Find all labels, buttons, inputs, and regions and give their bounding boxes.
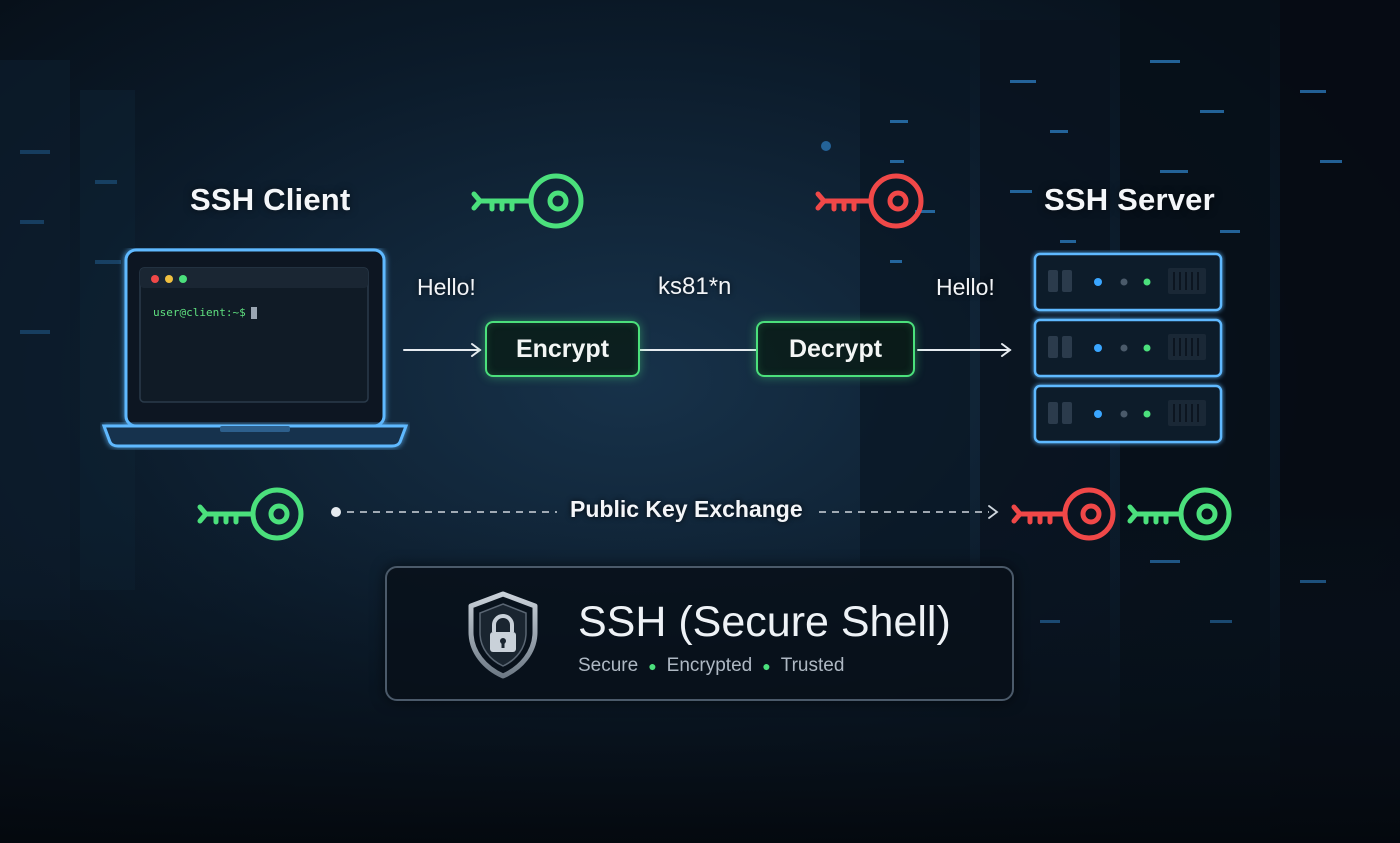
- server-unit: [1033, 318, 1223, 378]
- client-heading: SSH Client: [190, 182, 351, 217]
- server-unit: [1033, 252, 1223, 312]
- tag-trusted: Trusted: [780, 655, 845, 676]
- public-key-icon: [471, 173, 584, 229]
- decrypt-step: Decrypt: [756, 321, 915, 377]
- private-key-icon: [815, 173, 924, 229]
- server-heading: SSH Server: [1044, 182, 1215, 217]
- client-laptop: [101, 248, 409, 448]
- exchange-dashed-line: [331, 505, 999, 519]
- tag-secure: Secure: [578, 655, 639, 676]
- terminal-window: user@client:~$: [140, 268, 368, 402]
- tag-separator-dot: ●: [648, 657, 657, 674]
- tag-separator-dot: ●: [762, 657, 771, 674]
- server-unit: [1033, 384, 1223, 444]
- server-public-key-icon: [1127, 487, 1232, 541]
- decrypt-label: Decrypt: [788, 334, 883, 363]
- server-stack: [1033, 252, 1223, 444]
- shield-lock-icon: [468, 591, 538, 679]
- ssh-summary-card: SSH (Secure Shell) Secure ● Encrypted ● Trus…: [385, 566, 1014, 701]
- terminal-prompt: user@client:~$: [153, 306, 257, 319]
- ciphertext: ks81*n: [658, 273, 732, 300]
- flow-connectors: [403, 343, 1012, 357]
- summary-tags: Secure ● Encrypted ● Trusted: [578, 655, 844, 677]
- public-key-exchange-label: Public Key Exchange: [570, 496, 803, 522]
- terminal-cursor: [250, 307, 257, 319]
- encrypt-step: Encrypt: [485, 321, 640, 377]
- plaintext-output: Hello!: [936, 274, 995, 300]
- server-private-key-icon: [1011, 487, 1116, 541]
- summary-title: SSH (Secure Shell): [578, 598, 951, 646]
- encrypt-label: Encrypt: [515, 334, 610, 363]
- plaintext-input: Hello!: [417, 274, 476, 300]
- tag-encrypted: Encrypted: [666, 655, 753, 676]
- client-public-key-icon: [197, 487, 304, 541]
